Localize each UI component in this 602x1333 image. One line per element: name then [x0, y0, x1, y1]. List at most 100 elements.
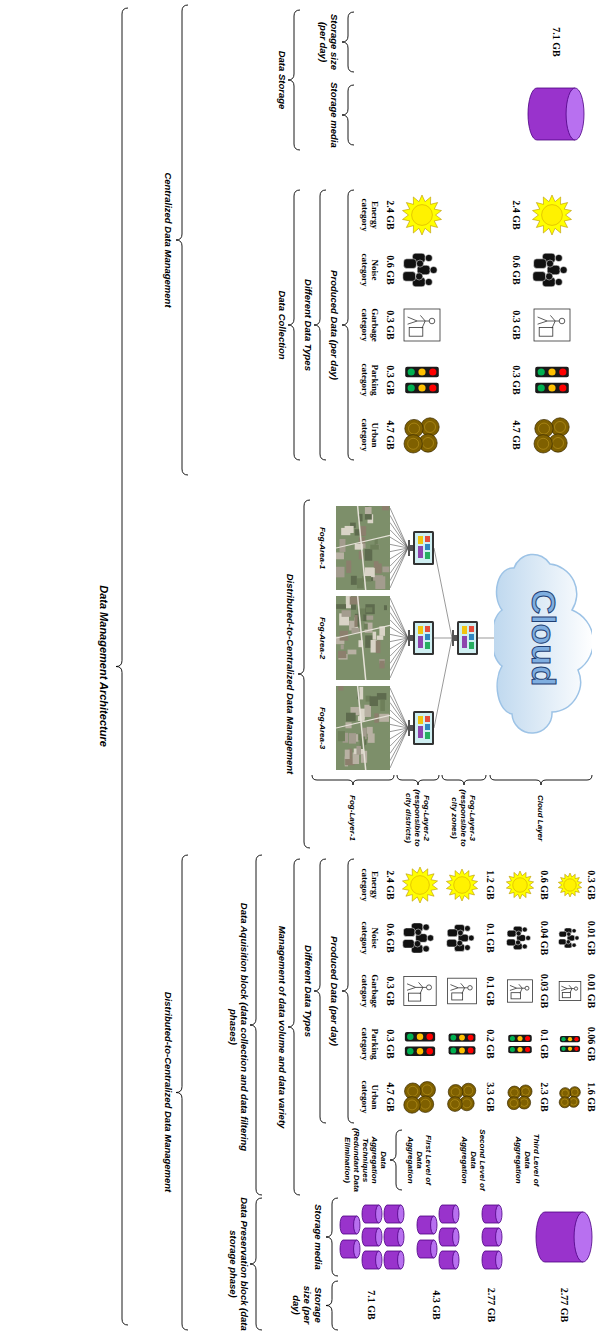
- screen-app: [425, 642, 430, 649]
- coin-rim: [422, 1085, 432, 1095]
- category-label: Parking category: [360, 1017, 380, 1071]
- traffic-lamp: [407, 1048, 413, 1054]
- worker-limb: [419, 982, 423, 987]
- bracket-label: Storage size (per day): [291, 1279, 324, 1331]
- coin-rim: [562, 1090, 569, 1097]
- traffic-lamp: [538, 368, 545, 375]
- traffic-lamp: [407, 1034, 413, 1040]
- storage-cylinder: [362, 1228, 382, 1246]
- worker-limb: [510, 988, 517, 990]
- garbage-frame: [404, 309, 440, 341]
- fog-area-caption: Fog-Area-2: [316, 596, 334, 680]
- monitor-stand: [410, 635, 413, 641]
- size-value: 2.77 GB: [560, 1280, 571, 1330]
- size-value: 0.3 GB: [385, 965, 396, 1017]
- person-head: [465, 926, 471, 932]
- sun-disc: [513, 878, 528, 893]
- traffic-light-body: [560, 1036, 580, 1042]
- traffic-lamp: [525, 1036, 530, 1041]
- person-body: [447, 939, 457, 947]
- monitor-stand: [454, 635, 457, 641]
- icon-row: [403, 195, 442, 453]
- sun-rays: [533, 195, 572, 235]
- screen-app: [462, 626, 467, 634]
- photo-building: [384, 605, 387, 610]
- monitor-base: [408, 630, 410, 646]
- cloud-text-box: Cloud: [494, 538, 592, 738]
- person-body: [534, 259, 547, 269]
- person-head: [516, 940, 521, 945]
- traffic-lamp: [408, 384, 415, 391]
- cylinder-top: [566, 88, 584, 140]
- garbage-bin: [408, 993, 420, 1001]
- fog-wire: [390, 613, 408, 638]
- screen-app: [462, 636, 467, 648]
- size-value: 4.7 GB: [385, 409, 396, 461]
- category-label: Parking category: [360, 353, 380, 407]
- fog-area-caption: Fog-Area-1: [316, 506, 334, 590]
- cylinder-top: [453, 1251, 459, 1269]
- coin-rim: [510, 1099, 518, 1107]
- traffic-light-body: [449, 1033, 476, 1041]
- traffic-light-body: [405, 383, 439, 393]
- fog-wire: [390, 605, 408, 638]
- worker-limb: [569, 985, 572, 988]
- level-label: Data Aggregation Techniques (Redundant D…: [343, 1127, 388, 1193]
- person-head: [546, 260, 553, 267]
- coin-rim: [462, 1099, 471, 1108]
- coin-rim: [407, 1100, 417, 1110]
- fog-area-node: Fog-Area-3: [316, 686, 390, 770]
- icon-row: [558, 873, 581, 1108]
- photo-ground: [336, 686, 390, 770]
- fog-wire: [390, 638, 408, 671]
- photo-building: [366, 607, 372, 612]
- coin-rim: [424, 421, 435, 432]
- photo-building: [374, 561, 379, 568]
- bracket: [250, 855, 262, 1195]
- cylinder-top: [354, 1216, 360, 1234]
- bracket-label: Different Data Types: [303, 190, 314, 460]
- fog-wire: [390, 728, 408, 768]
- monitor-screen: [415, 713, 432, 743]
- bracket: [314, 190, 326, 460]
- worker-limb: [450, 988, 458, 991]
- person-body: [558, 939, 566, 945]
- category-label: Urban category: [360, 1070, 380, 1124]
- bracket-label: Distributed-to-Centralized Data Manageme…: [285, 504, 296, 844]
- garbage-bin: [539, 327, 553, 336]
- photo-building: [376, 640, 381, 653]
- screen-app: [418, 636, 423, 648]
- fog-wire: [390, 638, 408, 678]
- fog-wire: [390, 548, 408, 566]
- coin-rim: [554, 421, 565, 432]
- bracket-label: Data Storage: [277, 10, 288, 150]
- person-body: [507, 930, 516, 937]
- worker-limb: [407, 984, 416, 988]
- traffic-lamp: [561, 1037, 565, 1041]
- level-label: Second Level of Data Aggregation: [461, 1127, 488, 1193]
- garbage-bin: [562, 992, 570, 997]
- monitor-stand: [410, 545, 413, 551]
- worker-head: [426, 985, 431, 990]
- sun-disc: [411, 876, 430, 895]
- fog-wire: [434, 548, 452, 638]
- person-head: [526, 935, 531, 940]
- bracket: [288, 859, 300, 1195]
- traffic-lamp: [568, 1047, 572, 1051]
- screen-app: [425, 626, 430, 632]
- photo-building: [359, 687, 363, 700]
- traffic-lamp: [559, 368, 566, 375]
- fog-wire: [390, 703, 408, 728]
- photo-building: [370, 545, 379, 550]
- person-head: [468, 935, 474, 941]
- icon-row: [533, 195, 572, 453]
- bracket-label: Management of data volume and data varie…: [277, 917, 288, 1137]
- size-value: 0.03 GB: [539, 965, 550, 1017]
- cylinder-top: [453, 1205, 459, 1223]
- bracket-label: Centralized Data Management: [163, 80, 174, 400]
- bracket-label: Storage media: [313, 1199, 324, 1275]
- worker-limb: [510, 985, 517, 988]
- size-value: 0.04 GB: [539, 912, 550, 964]
- size-value: 2.77 GB: [487, 1280, 498, 1330]
- storage-cylinder: [340, 1240, 360, 1258]
